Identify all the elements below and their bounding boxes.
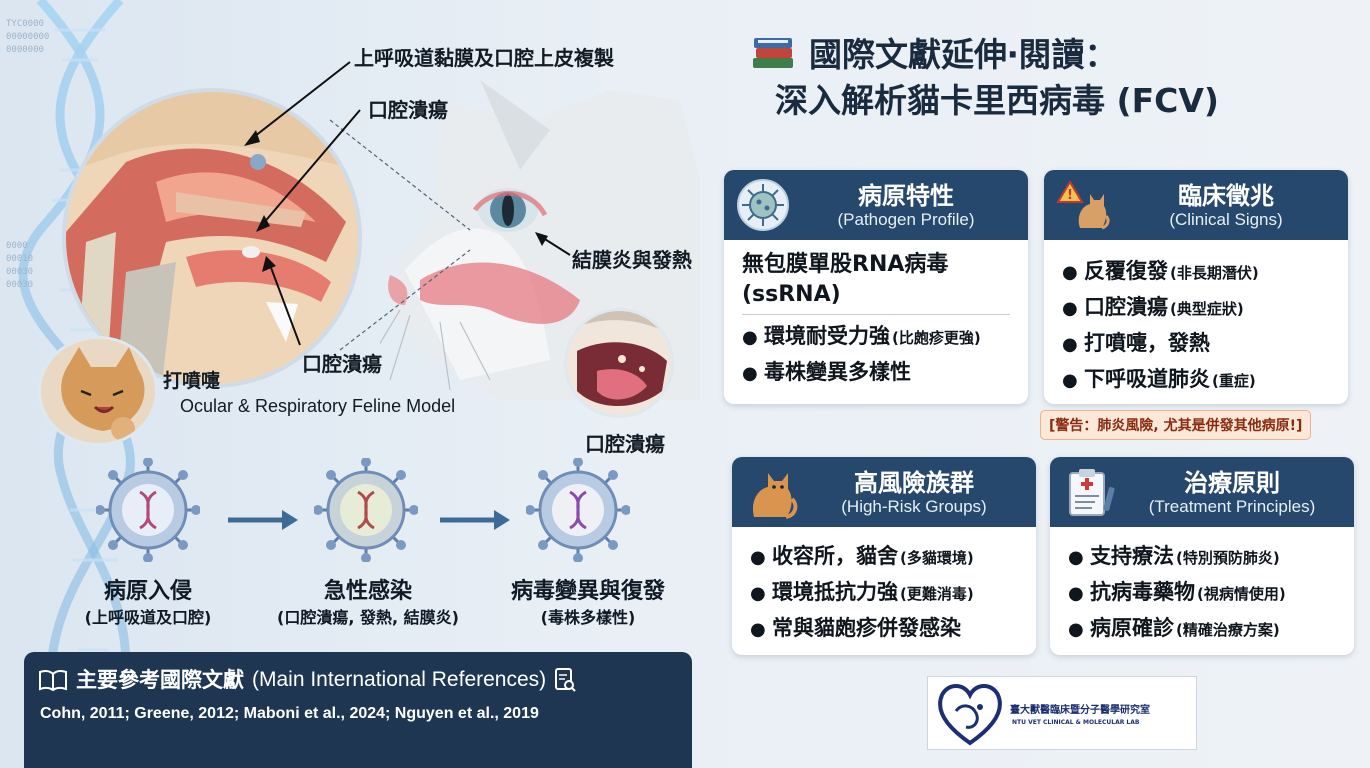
card-header: ! 臨床徵兆 (Clinical Signs) bbox=[1044, 170, 1348, 240]
books-icon bbox=[753, 38, 793, 68]
card-subtitle: (Pathogen Profile) bbox=[837, 210, 975, 229]
svg-text:!: ! bbox=[1067, 188, 1073, 203]
references-panel: 主要參考國際文獻 (Main International References)… bbox=[24, 652, 692, 768]
card-high-risk-groups: 高風險族群 (High-Risk Groups) ●收容所，貓舍(多貓環境) ●… bbox=[732, 457, 1036, 655]
label-sneeze: 打噴嚏 bbox=[163, 370, 221, 392]
label-oral-ulcer-2: 口腔潰瘍 bbox=[302, 352, 382, 376]
card-body: ●反覆復發(非長期潛伏) ●口腔潰瘍(典型症狀) ●打噴嚏，發熱 ●下呼吸道肺炎… bbox=[1044, 240, 1348, 404]
card-treatment-principles: 治療原則 (Treatment Principles) ●支持療法(特別預防肺炎… bbox=[1050, 457, 1354, 655]
card-subtitle: (Clinical Signs) bbox=[1169, 210, 1283, 229]
stage-subtitle: (毒株多樣性) bbox=[540, 608, 636, 627]
virus-acute-icon bbox=[314, 458, 418, 562]
list-item: ●反覆復發(非長期潛伏) bbox=[1062, 259, 1259, 283]
stage-acute: 急性感染 (口腔潰瘍, 發熱, 結膜炎) bbox=[250, 578, 486, 630]
pathogen-lead-2: (ssRNA) bbox=[742, 280, 1010, 315]
list-item: ●環境耐受力強(比皰疹更強) bbox=[742, 324, 981, 348]
list-item: ●收容所，貓舍(多貓環境) bbox=[750, 544, 974, 568]
card-body: ●支持療法(特別預防肺炎) ●抗病毒藥物(視病情使用) ●病原確診(精確治療方案… bbox=[1050, 527, 1354, 655]
label-pointers bbox=[244, 61, 571, 346]
card-title: 病原特性 bbox=[858, 182, 954, 210]
stage-title: 病原入侵 bbox=[103, 579, 192, 604]
card-title: 臨床徵兆 bbox=[1178, 182, 1274, 210]
list-item: ●下呼吸道肺炎(重症) bbox=[1062, 367, 1256, 391]
lab-name: 臺大獸醫臨床暨分子醫學研究室 bbox=[1010, 705, 1150, 716]
stage-title: 病毒變異與復發 bbox=[510, 579, 665, 604]
card-body: ●收容所，貓舍(多貓環境) ●環境抵抗力強(更難消毒) ●常與貓皰疹併發感染 bbox=[732, 527, 1036, 655]
list-item: ●打噴嚏，發熱 bbox=[1062, 331, 1210, 355]
card-title: 高風險族群 bbox=[854, 469, 974, 497]
stage-invasion: 病原入侵 (上呼吸道及口腔) bbox=[48, 578, 248, 630]
card-title: 治療原則 bbox=[1184, 469, 1280, 497]
label-model: Ocular & Respiratory Feline Model bbox=[180, 396, 456, 416]
references-citations: Cohn, 2011; Greene, 2012; Maboni et al.,… bbox=[40, 705, 539, 722]
heart-logo-icon bbox=[938, 684, 1002, 746]
list-item: ●口腔潰瘍(典型症狀) bbox=[1062, 295, 1244, 319]
warning-cat-icon: ! bbox=[1056, 180, 1110, 230]
arrow-right-icon bbox=[440, 510, 510, 530]
card-body: 無包膜單股RNA病毒 (ssRNA) ●環境耐受力強(比皰疹更強) ●毒株變異多… bbox=[724, 240, 1028, 401]
open-book-icon bbox=[39, 669, 67, 691]
card-subtitle: (High-Risk Groups) bbox=[841, 497, 987, 516]
list-item: ●環境抵抗力強(更難消毒) bbox=[750, 580, 974, 604]
list-item: ●病原確診(精確治療方案) bbox=[1068, 616, 1280, 640]
stage-title: 急性感染 bbox=[323, 579, 412, 604]
virus-invasion-icon bbox=[96, 458, 200, 562]
list-item: ●支持療法(特別預防肺炎) bbox=[1068, 544, 1280, 568]
references-heading: 主要參考國際文獻 (Main International References) bbox=[38, 662, 678, 698]
title-line-1: 國際文獻延伸‧閱讀： bbox=[809, 35, 1118, 74]
sneezing-kitten-circle bbox=[38, 336, 158, 446]
stage-subtitle: (口腔潰瘍, 發熱, 結膜炎) bbox=[277, 608, 459, 627]
card-pathogen-profile: 病原特性 (Pathogen Profile) 無包膜單股RNA病毒 (ssRN… bbox=[724, 170, 1028, 404]
list-item: ●毒株變異多樣性 bbox=[742, 360, 911, 384]
list-item: ●常與貓皰疹併發感染 bbox=[750, 616, 961, 640]
clipboard-icon bbox=[1069, 469, 1115, 516]
card-clinical-signs: ! 臨床徵兆 (Clinical Signs) ●反覆復發(非長期潛伏) ●口腔… bbox=[1044, 170, 1348, 404]
zoom-guides bbox=[329, 119, 471, 351]
arrow-right-icon bbox=[228, 510, 298, 530]
list-item: ●抗病毒藥物(視病情使用) bbox=[1068, 580, 1286, 604]
label-replication-site: 上呼吸道黏膜及口腔上皮複製 bbox=[354, 46, 614, 70]
card-header: 病原特性 (Pathogen Profile) bbox=[724, 170, 1028, 240]
document-search-icon bbox=[555, 668, 576, 692]
references-heading-en: (Main International References) bbox=[252, 668, 547, 691]
card-header: 治療原則 (Treatment Principles) bbox=[1050, 457, 1354, 527]
references-heading-zh: 主要參考國際文獻 bbox=[76, 668, 244, 692]
virus-variation-icon bbox=[526, 458, 630, 562]
title-line-2: 深入解析貓卡里西病毒 (FCV) bbox=[775, 81, 1219, 120]
cat-icon bbox=[752, 473, 798, 519]
lab-name-english: NTU VET CLINICAL & MOLECULAR LAB bbox=[1012, 719, 1140, 726]
open-mouth-icon bbox=[567, 311, 671, 406]
label-oral-ulcer-3: 口腔潰瘍 bbox=[585, 432, 665, 456]
card-subtitle: (Treatment Principles) bbox=[1148, 497, 1316, 516]
pathogen-lead-1: 無包膜單股RNA病毒 bbox=[742, 252, 949, 277]
pneumonia-warning: [警告：肺炎風險, 尤其是併發其他病原!] bbox=[1040, 410, 1312, 440]
card-header: 高風險族群 (High-Risk Groups) bbox=[732, 457, 1036, 527]
oral-ulcer-circle bbox=[564, 308, 674, 418]
virus-icon bbox=[737, 179, 789, 231]
label-oral-ulcer-1: 口腔潰瘍 bbox=[368, 98, 448, 122]
label-conjunctivitis: 結膜炎與發熱 bbox=[572, 248, 692, 272]
stage-subtitle: (上呼吸道及口腔) bbox=[84, 608, 212, 627]
stage-variation: 病毒變異與復發 (毒株多樣性) bbox=[486, 578, 690, 630]
lab-logo: 臺大獸醫臨床暨分子醫學研究室 NTU VET CLINICAL & MOLECU… bbox=[927, 676, 1197, 750]
page-title: 國際文獻延伸‧閱讀： 深入解析貓卡里西病毒 (FCV) bbox=[745, 28, 1345, 126]
